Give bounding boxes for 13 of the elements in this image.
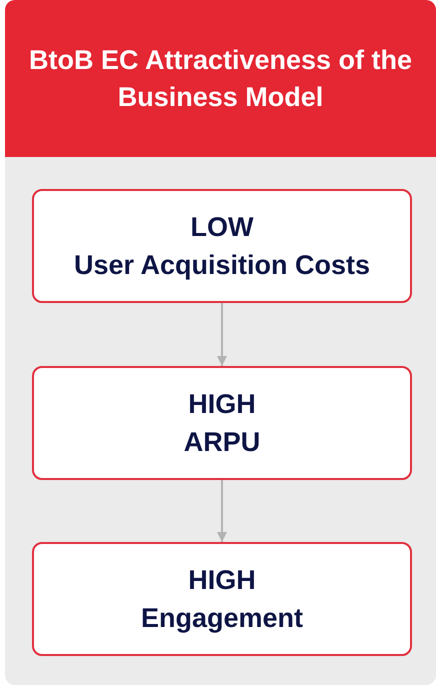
process-box — [32, 366, 412, 480]
header-banner: BtoB EC Attractiveness of the Business Model — [5, 0, 436, 157]
box-heading: LOW — [190, 211, 254, 244]
box-text: User Acquisition Costs — [74, 249, 370, 282]
process-box — [32, 189, 412, 303]
box-text: Engagement — [140, 602, 304, 635]
card-panel — [5, 0, 436, 685]
arrow — [217, 303, 227, 366]
arrow — [217, 480, 227, 542]
process-box — [32, 542, 412, 656]
box-text: ARPU — [184, 426, 260, 459]
box-heading: HIGH — [188, 388, 256, 421]
box-heading: HIGH — [188, 564, 256, 597]
